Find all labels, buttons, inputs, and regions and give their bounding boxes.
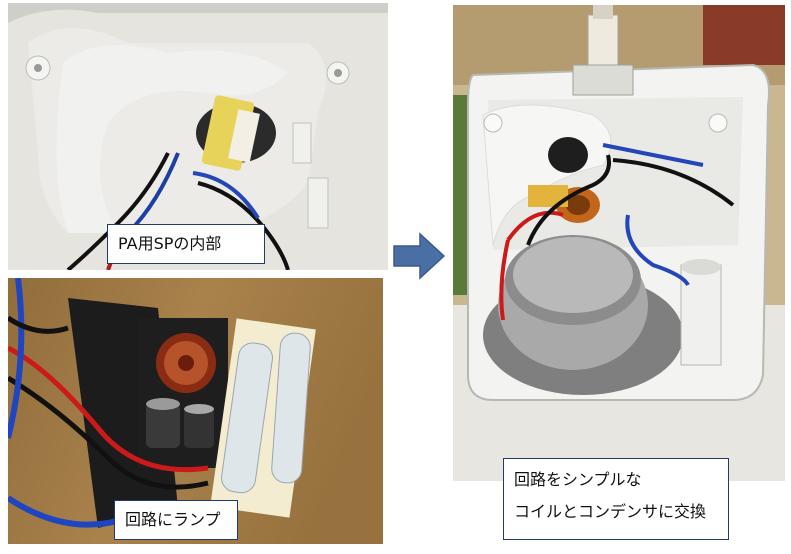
photo-modified-speaker (453, 5, 785, 481)
caption-line-2: コイルとコンデンサに交換 (514, 502, 707, 521)
caption-text: PA用SPの内部 (118, 234, 222, 253)
photo-speaker-interior (8, 3, 388, 270)
caption-line-1: 回路をシンプルな (514, 470, 642, 489)
caption-modified-circuit: 回路をシンプルな コイルとコンデンサに交換 (503, 458, 729, 540)
caption-text: 回路にランプ (125, 510, 221, 529)
caption-speaker-interior: PA用SPの内部 (107, 224, 265, 264)
photo-circuit-with-lamps (8, 278, 383, 544)
right-arrow-icon (393, 232, 446, 280)
caption-circuit-lamps: 回路にランプ (114, 500, 238, 540)
